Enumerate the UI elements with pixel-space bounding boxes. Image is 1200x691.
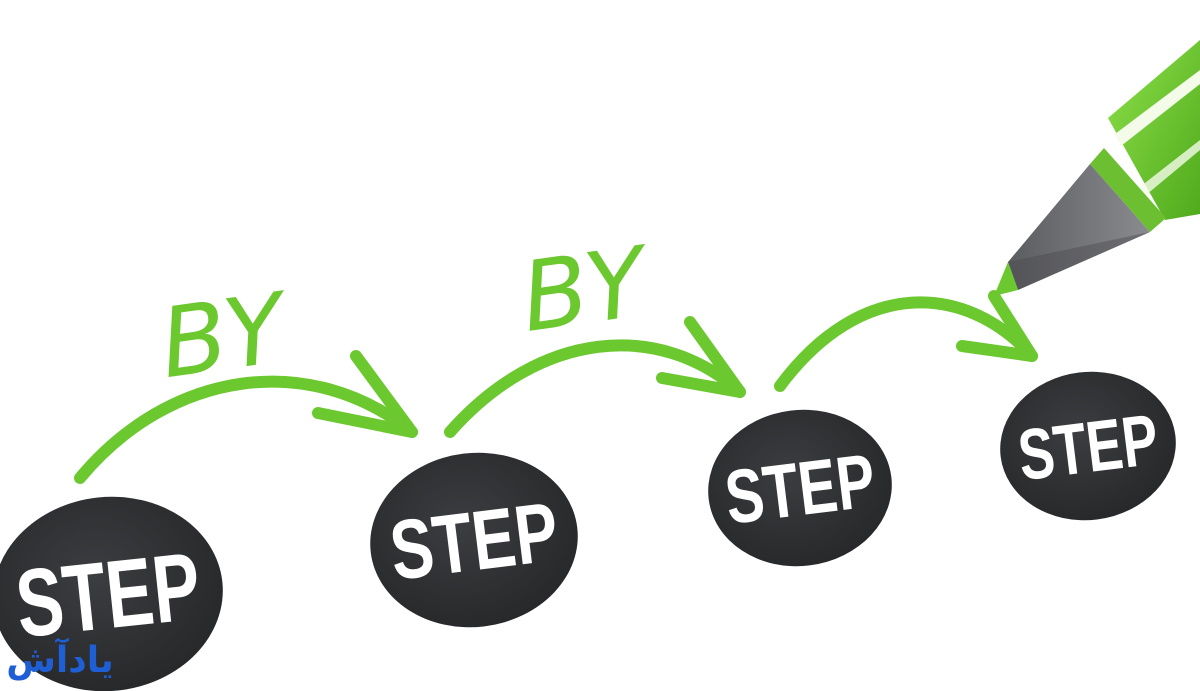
step-label-4: STEP: [1014, 400, 1163, 496]
arrowhead: [956, 290, 1038, 362]
watermark-logo: یادآش: [6, 637, 114, 681]
step-label-3: STEP: [721, 438, 880, 541]
step-label-1: STEP: [11, 533, 205, 659]
arrowhead: [656, 316, 746, 398]
arrow-3: [774, 290, 1038, 392]
step-disc-3: STEP: [708, 409, 892, 567]
step-label-2: STEP: [385, 484, 563, 598]
arrow-1: [74, 350, 418, 484]
by-label-1: BY: [154, 271, 298, 400]
curved-arrow-icon: [774, 296, 1038, 392]
green-marker-pen-icon: [994, 40, 1200, 296]
step-disc-4: STEP: [1000, 371, 1176, 521]
arrow-2: [444, 316, 746, 438]
pen-cone-shadow: [1008, 232, 1150, 290]
step-disc-2: STEP: [370, 452, 578, 628]
pen-stripe: [1115, 70, 1200, 146]
pen-barrel: [1108, 40, 1200, 220]
pen-collar: [1090, 148, 1166, 232]
by-label-2: BY: [515, 225, 659, 354]
pen-stripe: [1136, 140, 1200, 200]
pen-cone: [1008, 164, 1150, 290]
watermark-text: یادآش: [6, 637, 114, 681]
pen-nib: [994, 262, 1018, 296]
curved-arrow-icon: [444, 339, 746, 438]
curved-arrow-icon: [74, 375, 418, 484]
step-disc-1: STEP: [0, 496, 223, 691]
arrowhead: [312, 350, 418, 438]
